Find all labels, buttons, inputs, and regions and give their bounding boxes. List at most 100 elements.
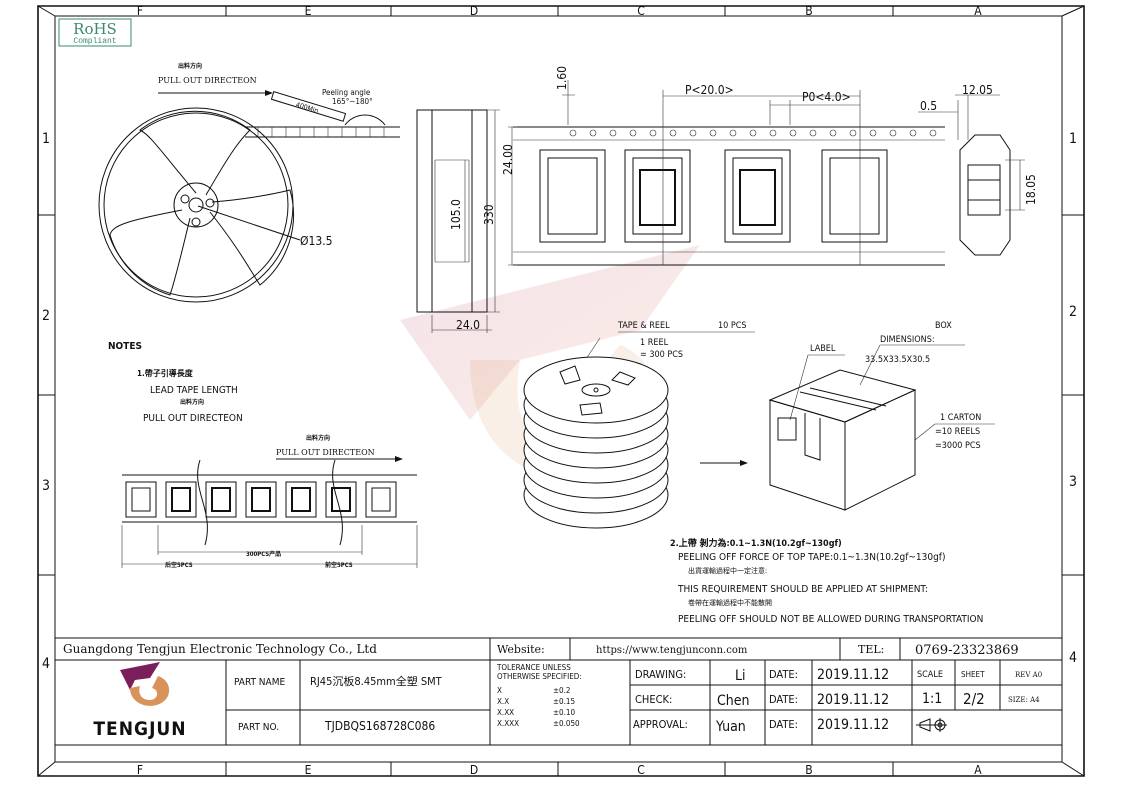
- drawing-text: 1: [42, 131, 50, 147]
- reel-side-view: 105.0 330 24.0: [416, 109, 500, 333]
- drawing-text: ±0.15: [553, 697, 575, 706]
- drawing-text: SCALE: [917, 670, 943, 680]
- drawing-text: ±0.2: [553, 686, 570, 695]
- drawing-text: RoHS: [73, 20, 117, 38]
- drawing-text: 2: [1069, 304, 1077, 320]
- drawing-text: E: [305, 4, 312, 18]
- rohs-badge: RoHS Compliant: [58, 18, 132, 47]
- drawing-text: 卷帶在運輸過程中不能散開: [688, 598, 772, 607]
- drawing-text: Li: [735, 668, 746, 684]
- drawing-text: C: [637, 4, 645, 18]
- drawing-text: 1:1: [922, 691, 942, 707]
- drawing-text: SHEET: [961, 670, 985, 679]
- reel-front-view: 出料方向 PULL OUT DIRECTEON Peeling angle 16…: [98, 62, 400, 303]
- drawing-text: 10 PCS: [718, 321, 747, 331]
- drawing-text: 2: [42, 308, 50, 324]
- drawing-text: CHECK:: [635, 693, 672, 706]
- drawing-text: 1.帶子引導長度: [137, 368, 194, 378]
- drawing-text: =3000 PCS: [935, 441, 981, 451]
- drawing-text: = 300 PCS: [640, 350, 683, 360]
- drawing-text: SIZE: A4: [1008, 696, 1040, 704]
- drawing-text: https://www.tengjunconn.com: [596, 645, 748, 656]
- drawing-text: 出貨運輸過程中一定注意:: [688, 566, 767, 575]
- drawing-text: 2/2: [963, 690, 985, 708]
- drawing-text: NOTES: [108, 341, 142, 352]
- drawing-text: F: [137, 4, 143, 18]
- column-labels-top: F E D C B A: [137, 4, 982, 18]
- drawing-text: PULL OUT DIRECTEON: [276, 448, 375, 457]
- drawing-text: 2019.11.12: [817, 692, 889, 708]
- drawing-text: APPROVAL:: [633, 718, 688, 731]
- drawing-text: 4: [42, 656, 50, 672]
- drawing-text: D: [470, 763, 478, 777]
- drawing-frame: [37, 5, 1085, 777]
- drawing-text: D: [470, 4, 478, 18]
- drawing-text: PEELING OFF SHOULD NOT BE ALLOWED DURING…: [678, 614, 983, 625]
- drawing-text: DATE:: [769, 693, 798, 706]
- drawing-text: P0<4.0>: [802, 90, 851, 104]
- drawing-text: DATE:: [769, 718, 798, 731]
- drawing-text: Peeling angle: [322, 88, 371, 97]
- drawing-text: P<20.0>: [685, 83, 734, 97]
- drawing-text: Ø13.5: [300, 234, 333, 248]
- drawing-text: 1.60: [555, 66, 569, 90]
- drawing-text: X.X: [497, 697, 509, 706]
- drawing-text: OTHERWISE SPECIFIED:: [497, 672, 582, 681]
- drawing-text: =10 REELS: [935, 427, 980, 437]
- drawing-text: THIS REQUIREMENT SHOULD BE APPLIED AT SH…: [677, 584, 928, 595]
- drawing-text: 前空5PCS: [325, 561, 353, 569]
- drawing-text: 330: [482, 204, 496, 225]
- drawing-text: LEAD TAPE LENGTH: [150, 385, 238, 396]
- drawing-text: 出料方向: [180, 398, 204, 406]
- drawing-text: X: [497, 686, 502, 695]
- drawing-text: 105.0: [449, 199, 463, 230]
- drawing-text: DRAWING:: [635, 668, 686, 681]
- drawing-text: PEELING OFF FORCE OF TOP TAPE:0.1~1.3N(1…: [678, 552, 946, 563]
- drawing-text: REV A0: [1015, 671, 1042, 679]
- drawing-text: BOX: [935, 321, 952, 331]
- drawing-text: RJ45沉板8.45mm全塑 SMT: [310, 674, 443, 688]
- drawing-text: Guangdong Tengjun Electronic Technology …: [63, 642, 377, 656]
- drawing-text: X.XX: [497, 708, 514, 717]
- drawing-text: TJDBQS168728C086: [324, 719, 435, 733]
- drawing-text: X.XXX: [497, 719, 519, 728]
- drawing-text: 1: [1069, 131, 1077, 147]
- drawing-text: 1 CARTON: [940, 413, 981, 423]
- drawing-text: DATE:: [769, 668, 798, 681]
- drawing-text: TAPE & REEL: [617, 321, 670, 331]
- drawing-text: 3: [1069, 474, 1077, 490]
- drawing-text: 2.上帶 剝力為:0.1~1.3N(10.2gf~130gf): [670, 537, 842, 549]
- drawing-text: Chen: [717, 693, 750, 709]
- drawing-text: B: [805, 763, 812, 777]
- drawing-text: 33.5X33.5X30.5: [865, 355, 930, 365]
- drawing-text: A: [974, 4, 982, 18]
- drawing-text: F: [137, 763, 143, 777]
- projection-symbol-icon: [916, 718, 947, 732]
- carrier-tape-view: 1.60 24.00 P<20.0> P0<4.0> 0.5 12.05 18.…: [501, 66, 1038, 266]
- drawing-text: PULL OUT DIRECTEON: [143, 413, 243, 424]
- drawing-text: C: [637, 763, 645, 777]
- reel-stack: TAPE & REEL 10 PCS 1 REEL = 300 PCS: [523, 321, 755, 529]
- drawing-text: 出料方向: [178, 62, 202, 70]
- drawing-text: 12.05: [962, 83, 993, 97]
- title-block: Guangdong Tengjun Electronic Technology …: [55, 637, 1062, 746]
- drawing-text: 4: [1069, 650, 1077, 666]
- drawing-text: 300PCS产品: [246, 550, 281, 558]
- drawing-text: PULL OUT DIRECTEON: [158, 76, 257, 85]
- drawing-text: 后空5PCS: [165, 561, 193, 569]
- drawing-text: B: [805, 4, 812, 18]
- drawing-text: Yuan: [715, 719, 746, 735]
- drawing-text: TENGJUN: [93, 718, 186, 740]
- tape-strip: 300PCS产品 后空5PCS 前空5PCS: [121, 459, 418, 569]
- drawing-text: 400Min: [295, 101, 320, 115]
- drawing-text: ±0.050: [553, 719, 580, 728]
- drawing-text: LABEL: [810, 344, 836, 354]
- drawing-text: 24.00: [501, 144, 515, 175]
- row-labels: 1 2 3 4 1 2 3 4: [42, 131, 1077, 672]
- drawing-text: A: [974, 763, 982, 777]
- tengjun-logo: TENGJUN: [93, 662, 186, 740]
- drawing-text: 0769-23323869: [915, 643, 1019, 658]
- drawing-text: TOLERANCE UNLESS: [496, 663, 571, 672]
- drawing-text: 3: [42, 478, 50, 494]
